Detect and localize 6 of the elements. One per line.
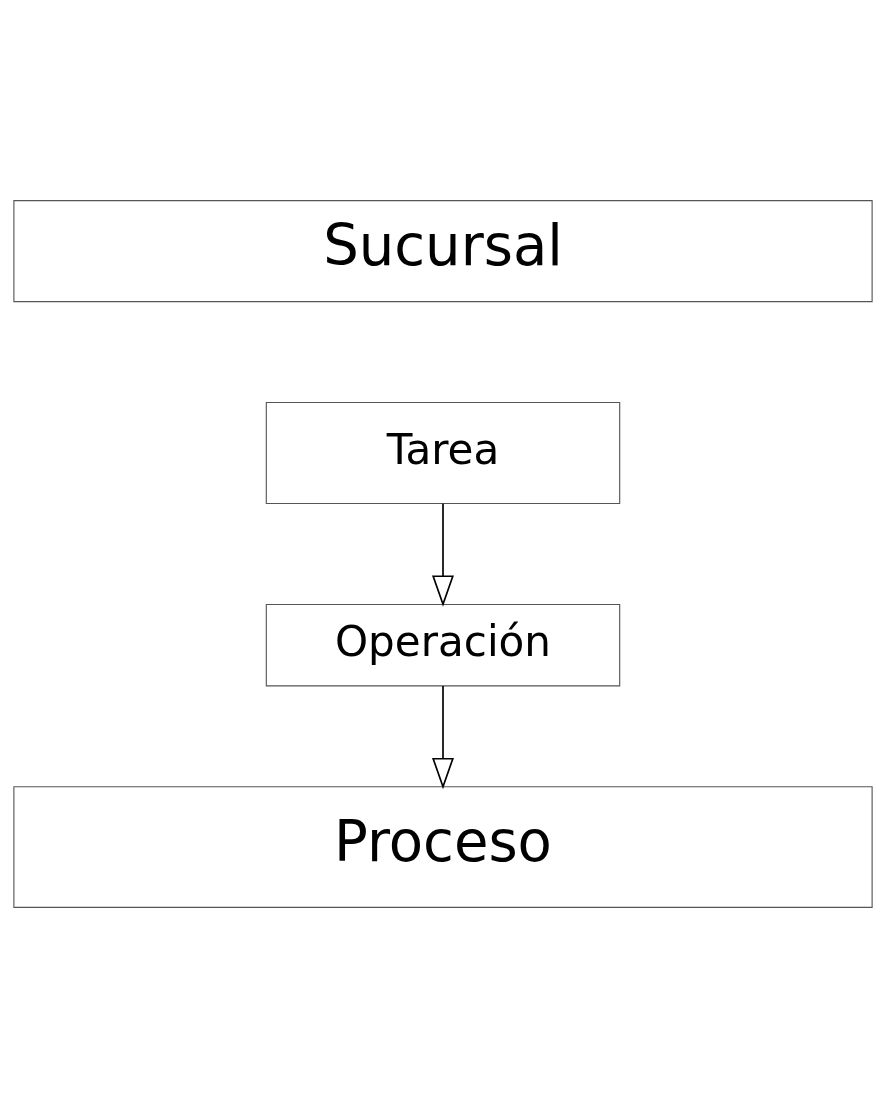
node-box: Sucursal: [13, 199, 873, 302]
arrow: [432, 684, 454, 789]
arrow: [432, 502, 454, 607]
node-box: Proceso: [13, 785, 873, 908]
node-box: Operación: [265, 603, 621, 686]
node-box: Tarea: [265, 401, 621, 504]
